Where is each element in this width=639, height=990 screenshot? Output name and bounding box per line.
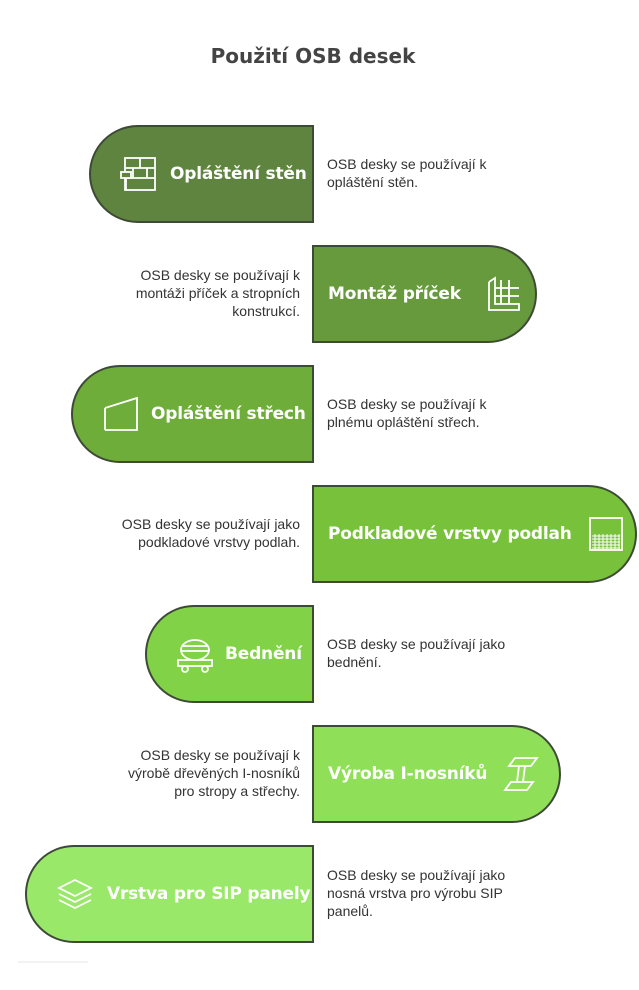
step-label: Výroba I-nosníků [328, 764, 488, 784]
floor-layer-icon [586, 514, 626, 554]
step-pill-wall-cladding: Opláštění stěn [89, 125, 314, 223]
page-title: Použití OSB desek [210, 44, 416, 68]
step-label: Vrstva pro SIP panely [107, 884, 311, 904]
step-pill-partition: Montáž příček [312, 245, 537, 343]
step-label: Opláštění stěn [170, 164, 307, 184]
step-row-3: Opláštění střech OSB desky se používají … [0, 365, 639, 463]
wall-cladding-icon [119, 154, 159, 194]
step-pill-floor: Podkladové vrstvy podlah [312, 485, 637, 583]
step-pill-roof: Opláštění střech [71, 365, 314, 463]
concrete-mixer-icon [175, 634, 215, 674]
step-label: Opláštění střech [151, 404, 306, 424]
step-description: OSB desky se používají k plnému opláštěn… [327, 396, 487, 430]
step-description: OSB desky se používají jako bednění. [327, 636, 506, 670]
step-description: OSB desky se používají k výrobě dřevěnýc… [128, 747, 300, 799]
watermark-icon [18, 961, 88, 963]
step-label: Montáž příček [328, 284, 461, 304]
partition-frame-icon [485, 274, 525, 314]
step-label: Bednění [225, 644, 302, 664]
step-description: OSB desky se používají jako nosná vrstva… [327, 867, 506, 919]
step-row-1: Opláštění stěn OSB desky se používají k … [0, 125, 639, 223]
step-row-5: Bednění OSB desky se používají jako bedn… [0, 605, 639, 703]
step-label: Podkladové vrstvy podlah [328, 524, 572, 544]
step-description: OSB desky se používají k montáži příček … [135, 267, 300, 319]
step-pill-formwork: Bednění [145, 605, 314, 703]
step-description: OSB desky se používají jako podkladové v… [121, 516, 300, 550]
step-description: OSB desky se používají k opláštění stěn. [327, 156, 487, 190]
step-row-7: Vrstva pro SIP panely OSB desky se použí… [0, 845, 639, 943]
i-beam-icon [501, 754, 541, 794]
step-row-2: Montáž příček OSB desky se používají k m… [0, 245, 639, 343]
step-pill-i-beam: Výroba I-nosníků [312, 725, 561, 823]
step-pill-sip: Vrstva pro SIP panely [25, 845, 314, 943]
step-row-6: Výroba I-nosníků OSB desky se používají … [0, 725, 639, 823]
step-row-4: Podkladové vrstvy podlah OSB desky se po… [0, 485, 639, 583]
roof-icon [101, 394, 141, 434]
layers-icon [55, 874, 95, 914]
